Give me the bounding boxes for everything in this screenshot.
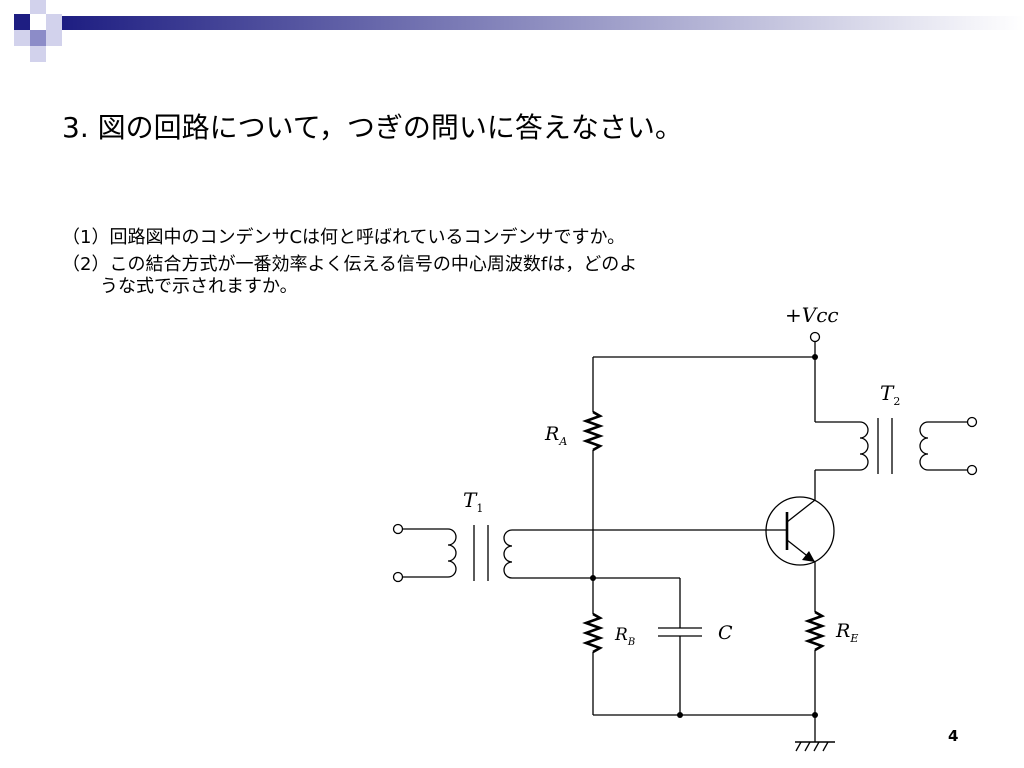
t2-label: T2 bbox=[880, 381, 900, 408]
page-number: 4 bbox=[948, 727, 959, 745]
t2-output-terminal-bottom bbox=[966, 464, 978, 476]
header-decoration bbox=[14, 0, 1024, 62]
question-2-line2: うな式で示されますか。 bbox=[100, 276, 298, 297]
t2-secondary-coil bbox=[919, 421, 929, 471]
resistor-re bbox=[804, 610, 826, 652]
vcc-terminal bbox=[809, 331, 821, 343]
re-label: RE bbox=[835, 620, 858, 645]
transistor bbox=[765, 496, 835, 566]
t1-secondary-coil bbox=[503, 529, 513, 579]
ground-symbol bbox=[795, 741, 835, 752]
resistor-ra bbox=[582, 410, 604, 452]
t1-label: T1 bbox=[463, 488, 483, 515]
ra-label: RA bbox=[544, 423, 567, 448]
question-2: （2）この結合方式が一番効率よく伝える信号の中心周波数fは，どのよ うな式で示さ… bbox=[62, 254, 637, 298]
resistor-rb bbox=[582, 612, 604, 654]
t1-primary-coil bbox=[447, 528, 457, 578]
question-1: （1）回路図中のコンデンサCは何と呼ばれているコンデンサですか。 bbox=[62, 227, 625, 249]
emitter-arrow bbox=[802, 551, 815, 562]
vcc-label: +Vcc bbox=[785, 303, 839, 327]
circuit-diagram: +Vcc RA RB RE C T1 T2 bbox=[392, 303, 978, 752]
t2-primary-coil bbox=[859, 421, 869, 471]
t2-output-terminal-top bbox=[966, 416, 978, 428]
junction-dot bbox=[677, 712, 683, 718]
t1-input-terminal-top bbox=[392, 523, 404, 535]
t1-input-terminal-bottom bbox=[392, 571, 404, 583]
question-2-line1: （2）この結合方式が一番効率よく伝える信号の中心周波数fは，どのよ bbox=[62, 254, 638, 275]
question-1-text: （1）回路図中のコンデンサCは何と呼ばれているコンデンサですか。 bbox=[62, 227, 626, 248]
slide-title: 3. 図の回路について，つぎの問いに答えなさい。 bbox=[62, 111, 683, 144]
rb-label: RB bbox=[614, 625, 635, 648]
capacitor-label: C bbox=[718, 622, 733, 644]
